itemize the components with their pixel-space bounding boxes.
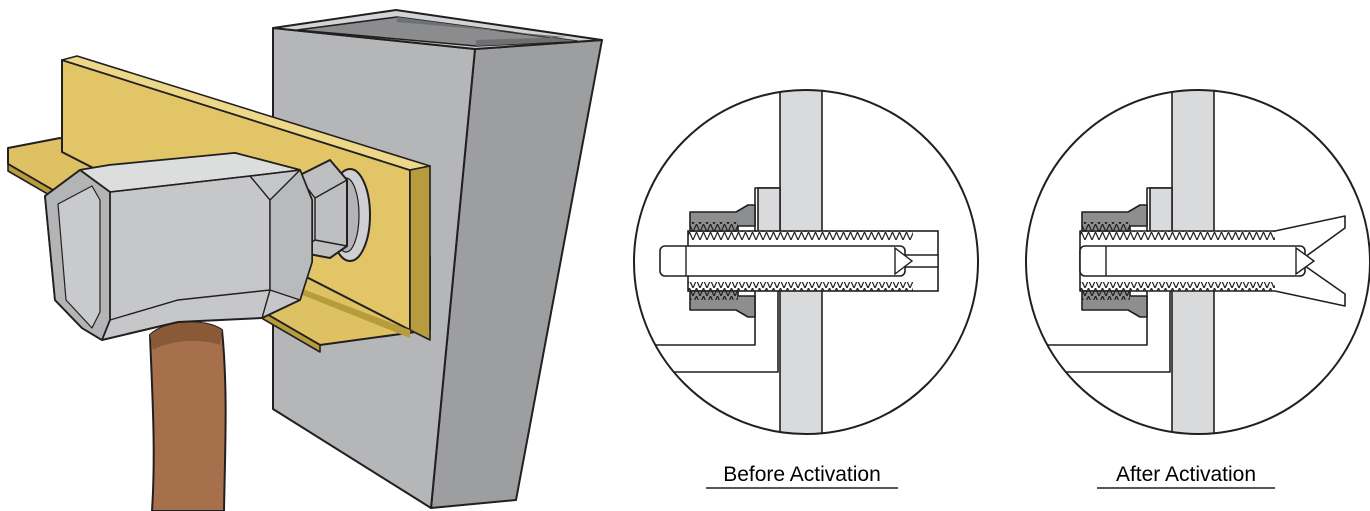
before-activation-caption: Before Activation <box>723 463 881 486</box>
before-activation-detail <box>633 89 979 435</box>
after-activation-detail <box>1025 89 1370 435</box>
hammer <box>44 152 313 511</box>
after-activation-caption: After Activation <box>1115 463 1257 486</box>
